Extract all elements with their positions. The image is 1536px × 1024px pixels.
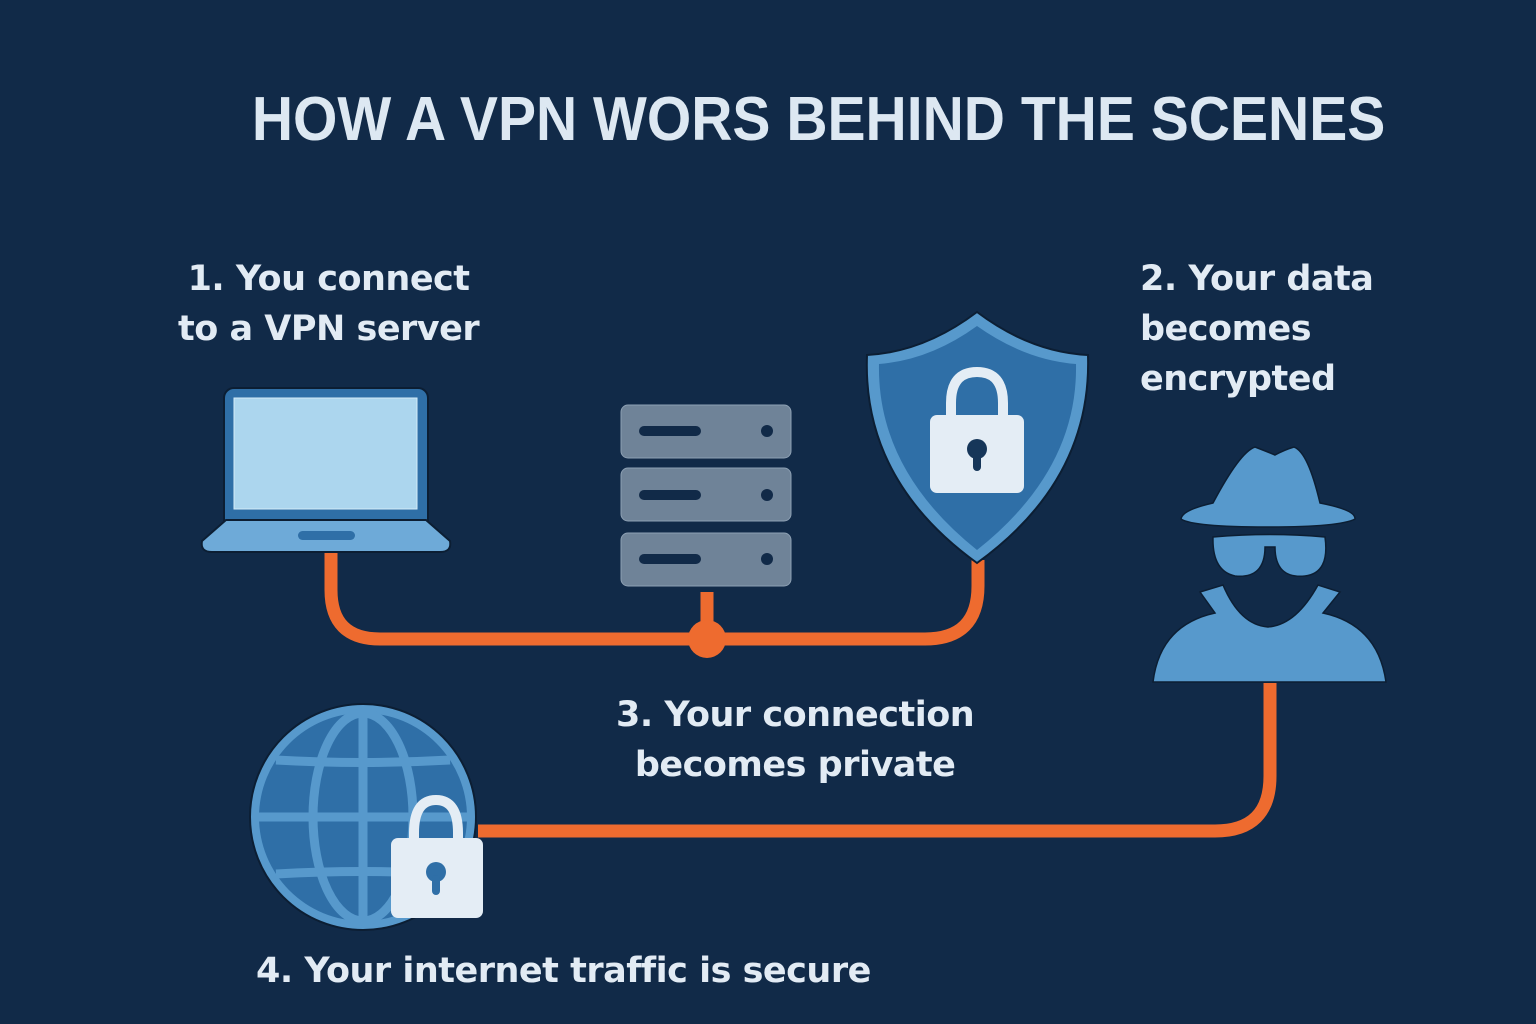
page-title: HOW A VPN WORS BEHIND THE SCENES xyxy=(251,85,1386,154)
step-4-line-1: 4. Your internet traffic is secure xyxy=(256,951,871,991)
shield-lock-icon xyxy=(865,310,1090,565)
step-1-line-2: to a VPN server xyxy=(178,309,480,349)
server-unit xyxy=(620,467,792,522)
padlock-icon xyxy=(930,366,1024,493)
step-2-label: 2. Your data becomes encrypted xyxy=(1140,254,1374,404)
step-2-line-1: 2. Your data xyxy=(1140,259,1374,299)
server-unit xyxy=(620,532,792,587)
server-unit xyxy=(620,404,792,459)
step-3-line-1: 3. Your connection xyxy=(616,695,975,735)
connector-laptop-shield xyxy=(324,552,985,646)
step-2-line-2: becomes xyxy=(1140,309,1312,349)
connector-bottom xyxy=(478,683,1277,838)
step-3-line-2: becomes private xyxy=(634,745,956,785)
step-1-label: 1. You connect to a VPN server xyxy=(178,254,480,354)
server-icon xyxy=(620,404,792,587)
spy-icon xyxy=(1152,446,1387,683)
step-4-label: 4. Your internet traffic is secure xyxy=(256,946,871,996)
step-2-line-3: encrypted xyxy=(1140,359,1336,399)
connector-node xyxy=(688,620,726,658)
step-3-label: 3. Your connection becomes private xyxy=(616,690,975,790)
globe-lock-icon xyxy=(249,703,483,931)
laptop-icon xyxy=(200,387,452,553)
padlock-icon xyxy=(391,794,483,918)
step-1-line-1: 1. You connect xyxy=(187,259,470,299)
